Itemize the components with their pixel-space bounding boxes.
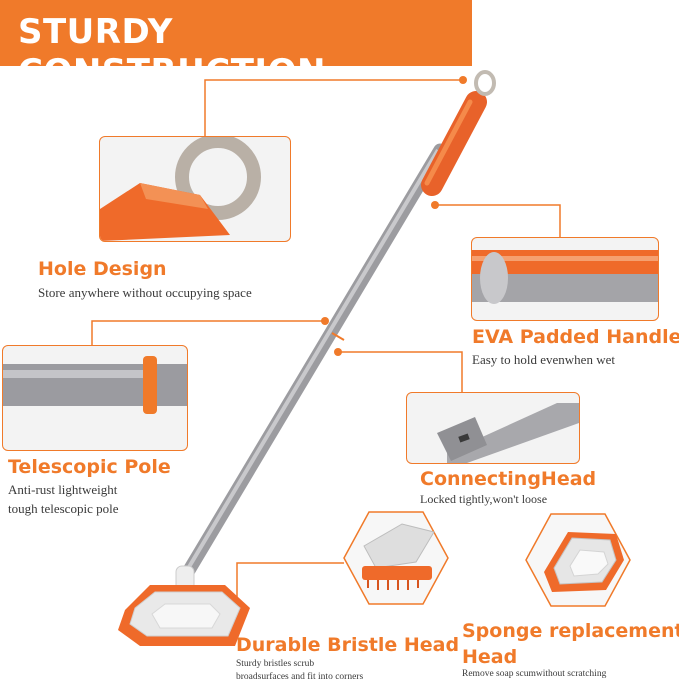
- connector-detail-image: [406, 392, 580, 464]
- telescopic-pole-desc-line1: Anti-rust lightweight: [8, 482, 118, 497]
- hole-callout-line: [204, 79, 463, 137]
- bristle-callout-line: [236, 562, 344, 598]
- mop-head: [118, 565, 250, 646]
- bristle-detail-image: [343, 511, 449, 605]
- bristle-head-desc-line1: Sturdy bristles scrub: [236, 659, 315, 669]
- bristle-head-desc-line2: broadsurfaces and fit into corners: [236, 672, 364, 682]
- hole-detail-image: [99, 136, 291, 242]
- handle-callout-line: [435, 204, 561, 237]
- bristle-head-title: Durable Bristle Head: [236, 634, 460, 656]
- connecting-head-title: ConnectingHead: [420, 468, 597, 490]
- hole-callout-dot: [459, 76, 467, 84]
- pole-callout-dot: [321, 317, 329, 325]
- connector-callout-dot: [334, 348, 342, 356]
- connector-callout-line: [338, 351, 463, 392]
- mop-handle: [421, 70, 496, 196]
- handle-detail-image: [471, 237, 659, 321]
- sponge-detail-image: [525, 513, 631, 607]
- sponge-head-title-line1: Sponge replacement: [462, 620, 679, 642]
- telescopic-pole-title: Telescopic Pole: [8, 456, 171, 478]
- pole-detail-image: [2, 345, 188, 451]
- mop-pole: [181, 143, 447, 579]
- hole-design-desc: Store anywhere without occupying space: [38, 285, 252, 300]
- pole-callout-line: [91, 320, 325, 346]
- hole-design-title: Hole Design: [38, 258, 167, 280]
- sponge-head-title-line2: Head: [462, 646, 518, 668]
- banner-title: STURDY CONSTRUCTION: [18, 12, 326, 92]
- connecting-head-desc: Locked tightly,won't loose: [420, 492, 548, 506]
- eva-handle-desc: Easy to hold evenwhen wet: [472, 352, 615, 367]
- telescopic-pole-desc-line2: tough telescopic pole: [8, 501, 119, 516]
- title-banner: STURDY CONSTRUCTION: [0, 0, 472, 92]
- handle-callout-dot: [431, 201, 439, 209]
- eva-handle-title: EVA Padded Handle: [472, 326, 679, 348]
- sponge-head-desc: Remove soap scumwithout scratching: [462, 669, 607, 679]
